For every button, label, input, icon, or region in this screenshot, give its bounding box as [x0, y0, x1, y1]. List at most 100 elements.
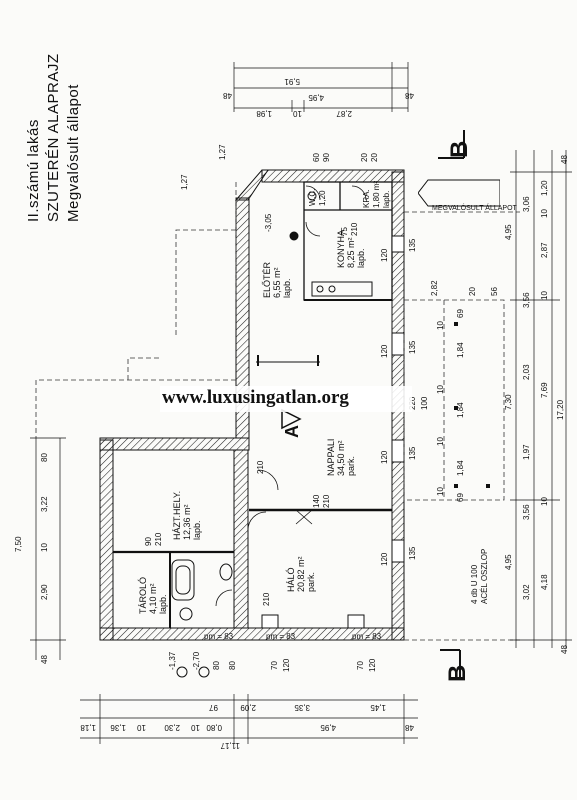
corner-mark-2: 1,27 — [218, 144, 227, 160]
dim-right-730: 7,30 — [504, 394, 513, 410]
dim-bottom-118: 1,18 — [80, 723, 96, 732]
dim-left-322: 3,22 — [40, 496, 49, 512]
opening-56: 56 — [490, 287, 499, 296]
dim-right-197: 1,97 — [522, 444, 531, 460]
dim-bottom-209: 2,09 — [240, 703, 256, 712]
dim-right-10b: 10 — [540, 291, 549, 300]
corner-mark-1: 1,27 — [180, 174, 189, 190]
watermark-background — [160, 386, 412, 412]
dim-bottom-335: 3,35 — [294, 703, 310, 712]
dim-bottom-total: 11,17 — [220, 741, 240, 750]
dim-top-287: 2,87 — [336, 109, 352, 118]
dim-right-287: 2,87 — [540, 242, 549, 258]
level-mark-2: pm = 83 — [266, 632, 296, 641]
level-arrows — [176, 666, 210, 678]
windows — [261, 235, 405, 629]
dim-top-inner: 4,95 — [308, 93, 324, 102]
opening-80a: 80 — [212, 661, 221, 670]
opening-184b: 1,84 — [456, 402, 465, 418]
opening-120f: 120 — [368, 658, 377, 672]
opening-282: 2,82 — [430, 280, 439, 296]
opening-10b: 10 — [436, 385, 445, 394]
section-mark-top: B — [446, 140, 473, 158]
doors — [215, 185, 367, 607]
dim-right-203: 2,03 — [522, 364, 531, 380]
opening-10d: 10 — [436, 487, 445, 496]
dim-bottom-10b: 10 — [191, 723, 200, 732]
opening-135c: 135 — [408, 446, 417, 460]
dim-right-356a: 3,56 — [522, 292, 531, 308]
opening-120e: 120 — [282, 658, 291, 672]
dim-right-356b: 3,56 — [522, 504, 531, 520]
dim-bottom-97: 97 — [209, 703, 218, 712]
level-mark-3: pm = 83 — [352, 632, 382, 641]
dimension-lines — [30, 62, 572, 744]
opening-135a: 135 — [408, 238, 417, 252]
dim-left-total: 7,50 — [14, 536, 23, 552]
opening-140: 140 — [312, 494, 321, 508]
dim-right-10c: 10 — [540, 497, 549, 506]
opening-100: 100 — [420, 396, 429, 410]
opening-90b: 90 — [322, 153, 331, 162]
opening-80b: 80 — [228, 661, 237, 670]
section-mark-bottom: B — [444, 664, 471, 682]
section-mark-a: A — [282, 425, 302, 438]
opening-184c: 1,84 — [456, 460, 465, 476]
fixtures — [171, 191, 373, 621]
dim-right-769: 7,69 — [540, 382, 549, 398]
dim-bottom-48: 48 — [405, 723, 414, 732]
opening-20a: 20 — [360, 153, 369, 162]
opening-210d: 210 — [154, 532, 163, 546]
section-a-arrow — [281, 408, 302, 430]
level-arrow-1: -1,37 — [168, 651, 177, 670]
dim-top-10: 10 — [293, 109, 302, 118]
opening-20c: 20 — [468, 287, 477, 296]
room-wc: W.C.1,20 — [308, 188, 327, 206]
opening-10a: 10 — [436, 321, 445, 330]
dim-left-80: 80 — [40, 453, 49, 462]
opening-75: 75 — [340, 227, 349, 236]
dim-top-48a: 48 — [223, 91, 232, 100]
opening-120c: 120 — [380, 450, 389, 464]
existing-state-label: MEGVALÓSULT ÁLLAPOT — [432, 205, 517, 212]
dim-right-total: 17,20 — [556, 399, 565, 420]
steel-columns — [454, 322, 490, 488]
opening-90: 90 — [144, 537, 153, 546]
dim-right-495a: 4,95 — [504, 224, 513, 240]
dim-bottom-080: 0,80 — [206, 723, 222, 732]
opening-210a: 210 — [256, 460, 265, 474]
dim-right-495b: 4,95 — [504, 554, 513, 570]
section-marks — [438, 130, 465, 680]
dim-right-418: 4,18 — [540, 574, 549, 590]
dim-bottom-495: 4,95 — [320, 723, 336, 732]
opening-70a: 70 — [270, 661, 279, 670]
dim-right-306: 3,06 — [522, 196, 531, 212]
dim-bottom-10a: 10 — [137, 723, 146, 732]
dim-left-290: 2,90 — [40, 584, 49, 600]
watermark-text: www.luxusingatlan.org — [162, 387, 349, 408]
opening-184a: 1,84 — [456, 342, 465, 358]
opening-135b: 135 — [408, 340, 417, 354]
dim-top-total: 5,91 — [284, 77, 300, 86]
opening-120b: 120 — [380, 344, 389, 358]
dim-bottom-230: 2,30 — [164, 723, 180, 732]
outer-walls — [99, 169, 405, 641]
dim-right-48a: 48 — [560, 155, 569, 164]
opening-70b: 70 — [356, 661, 365, 670]
dim-right-48b: 48 — [560, 645, 569, 654]
dim-top-198: 1,98 — [256, 109, 272, 118]
opening-60: 60 — [312, 153, 321, 162]
opening-210c: 210 — [262, 592, 271, 606]
dim-right-302: 3,02 — [522, 584, 531, 600]
existing-state-tag — [418, 179, 500, 207]
opening-69b: 69 — [456, 493, 465, 502]
opening-20b: 20 — [370, 153, 379, 162]
opening-210b: 210 — [322, 494, 331, 508]
level-arrow-3: -3,05 — [264, 213, 273, 232]
opening-135d: 135 — [408, 546, 417, 560]
